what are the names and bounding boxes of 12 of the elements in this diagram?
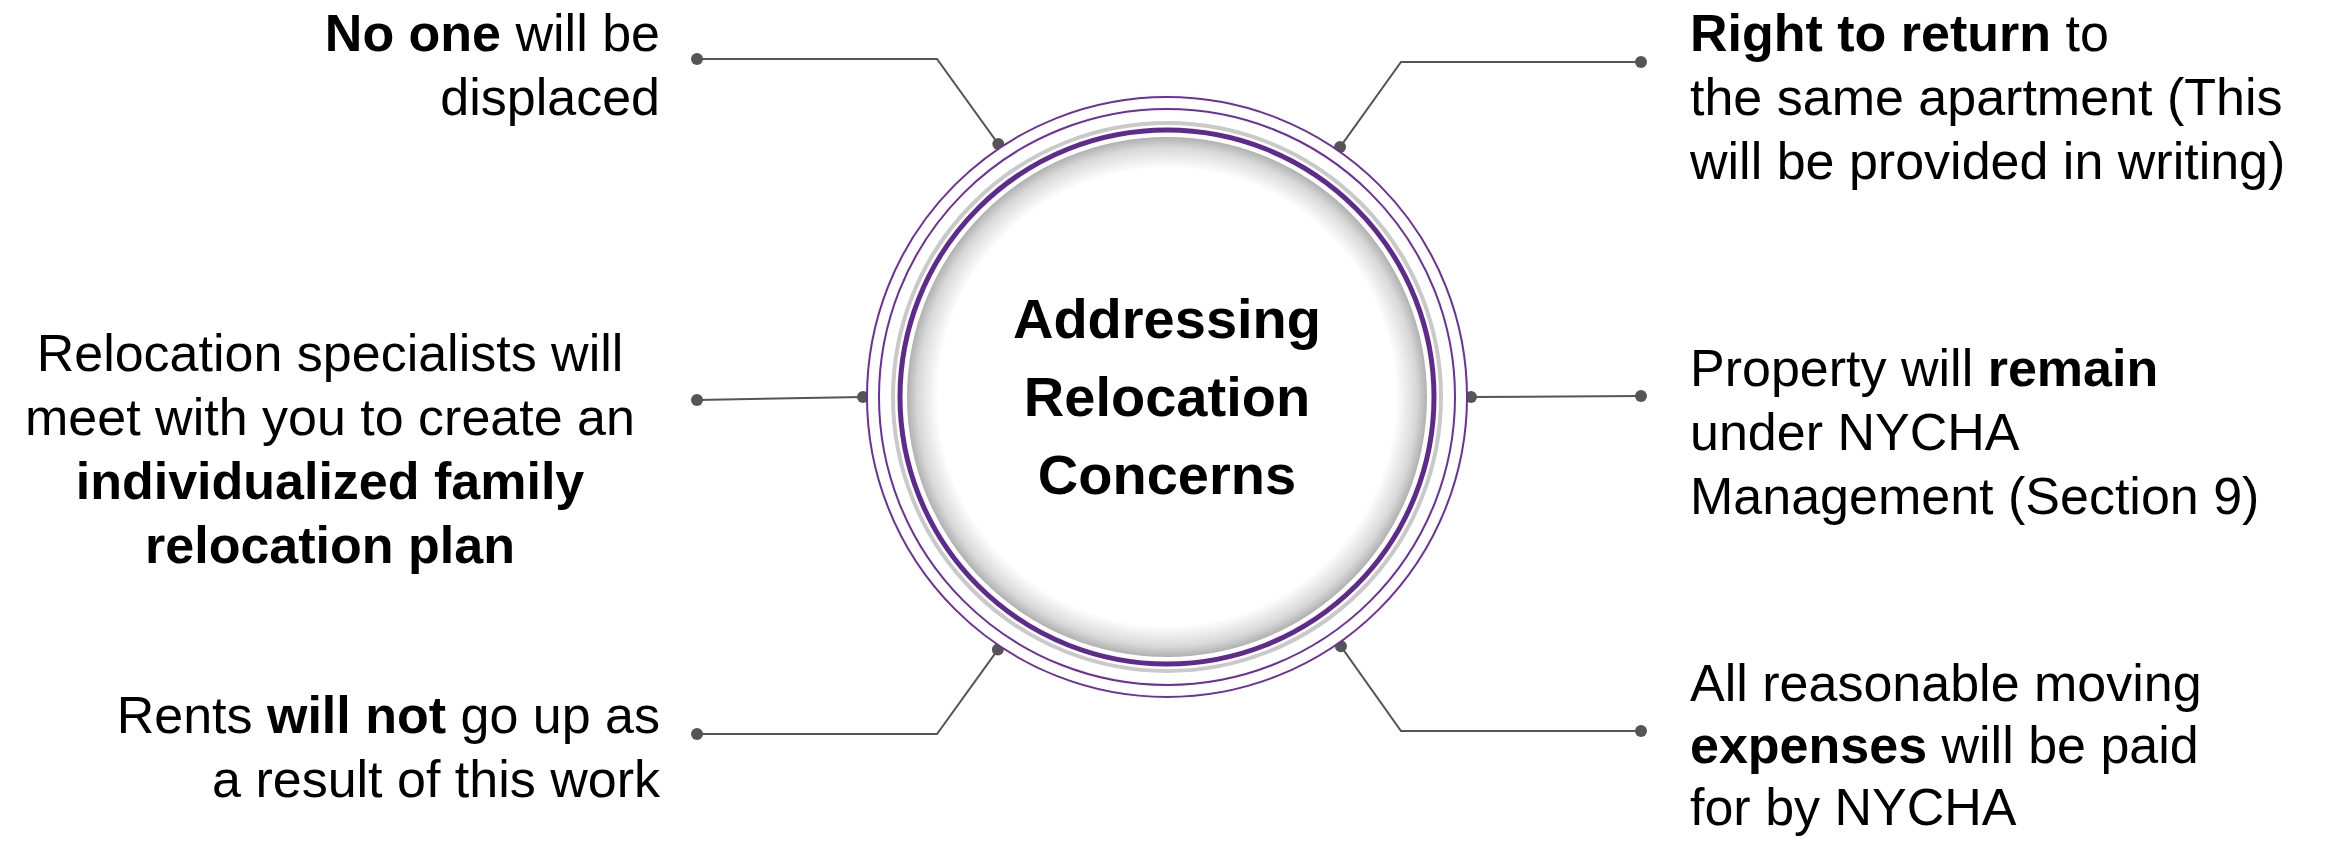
leader-line bbox=[691, 643, 1004, 740]
leader-line bbox=[1334, 56, 1647, 154]
callout-text: the same apartment (This will be provided in writing) bbox=[1690, 67, 2287, 192]
callout-text: All reasonable moving expenses will be paid for by NYCHA bbox=[1690, 653, 2203, 838]
callout-text: Relocation specialists will meet with you to create an individualized family relocation plan bbox=[24, 323, 636, 576]
leader-line bbox=[1334, 640, 1647, 737]
callout-text: Rents will not go up as a result of this work bbox=[115, 685, 660, 810]
circle-title: Addressing Relocation Concerns bbox=[1011, 286, 1323, 508]
callout-text: Property will remain under NYCHA Management (Section 9) bbox=[1690, 338, 2261, 527]
callout-text: Right to return to bbox=[1690, 3, 2110, 64]
callout-text: No one will be displaced bbox=[323, 3, 660, 128]
leader-line bbox=[691, 53, 1005, 151]
